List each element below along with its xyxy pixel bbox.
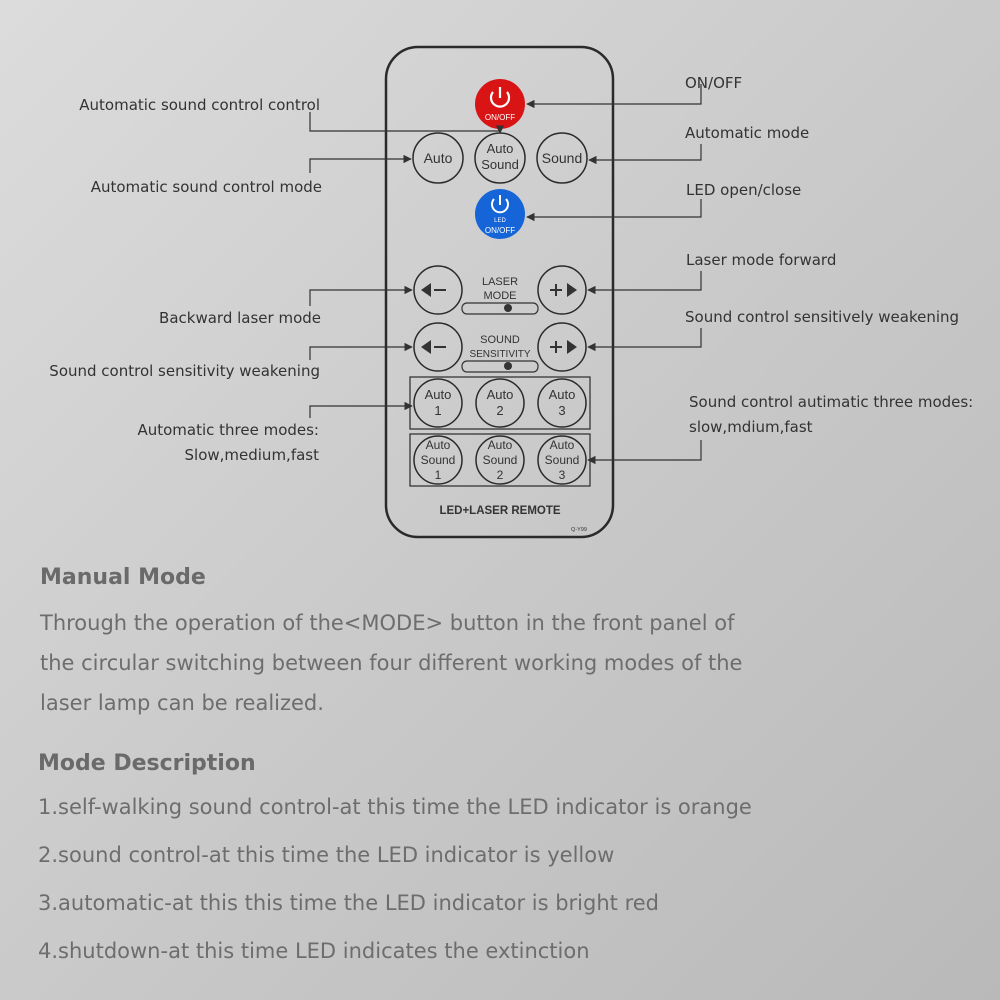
auto-sound-1-line3: 1 xyxy=(435,468,442,482)
auto-sound-1-line1: Auto xyxy=(426,438,451,452)
auto-sound-3-line3: 3 xyxy=(559,468,566,482)
sound-sensitivity-indicator-dot xyxy=(504,362,512,370)
auto-sound-button[interactable]: Auto Sound xyxy=(474,132,526,184)
auto-button-label: Auto xyxy=(424,150,453,166)
auto-3-button[interactable]: Auto 3 xyxy=(537,378,587,428)
label-laser-mode-forward: Laser mode forward xyxy=(686,251,837,269)
mode-description-title: Mode Description xyxy=(38,751,256,776)
callout-laser-forward xyxy=(587,271,702,295)
power-label: ON/OFF xyxy=(485,113,515,122)
remote-model-label: Q-Y99 xyxy=(571,527,587,533)
callout-auto-three xyxy=(309,401,413,418)
laser-mode-forward-button[interactable] xyxy=(537,265,587,315)
auto-1-button[interactable]: Auto 1 xyxy=(413,378,463,428)
sound-button-label: Sound xyxy=(542,150,582,166)
sound-sensitivity-line2: SENSITIVITY xyxy=(469,349,530,360)
label-sound-sens-weakening-right: Sound control sensitively weakening xyxy=(685,308,960,326)
callout-automatic-mode xyxy=(588,144,702,165)
sound-sensitivity-down-button[interactable] xyxy=(413,322,463,372)
auto-sound-2-line1: Auto xyxy=(488,438,513,452)
manual-mode-title: Manual Mode xyxy=(40,565,206,590)
triangle-left-minus-icon xyxy=(421,340,446,354)
led-button[interactable]: LED ON/OFF xyxy=(475,189,525,239)
auto-3-line2: 3 xyxy=(558,403,565,418)
laser-mode-indicator-dot xyxy=(504,304,512,312)
power-icon xyxy=(489,87,511,108)
sound-button[interactable]: Sound xyxy=(536,132,588,184)
mode-description-item: 2.sound control-at this time the LED ind… xyxy=(38,843,615,867)
laser-mode-indicator-track xyxy=(461,302,539,315)
auto-1-line1: Auto xyxy=(425,387,452,402)
plus-triangle-right-icon xyxy=(550,340,577,354)
laser-mode-label: LASER MODE xyxy=(461,276,539,315)
auto-button[interactable]: Auto xyxy=(412,132,464,184)
power-icon xyxy=(491,195,509,214)
auto-sound-3-button[interactable]: Auto Sound 3 xyxy=(537,435,587,485)
auto-3-line1: Auto xyxy=(549,387,576,402)
auto-sound-3-line2: Sound xyxy=(545,453,580,467)
callout-sensitivity-right xyxy=(587,328,702,352)
manual-mode-line1: Through the operation of the<MODE> butto… xyxy=(40,611,735,635)
label-auto-three-modes-line1: Automatic three modes: xyxy=(137,421,319,439)
auto-1-line2: 1 xyxy=(434,403,441,418)
remote-body xyxy=(384,45,615,539)
auto-sound-1-line2: Sound xyxy=(421,453,456,467)
triangle-left-minus-icon xyxy=(421,283,446,297)
callout-laser-backward xyxy=(309,285,413,306)
auto-sound-3-line1: Auto xyxy=(550,438,575,452)
callout-led xyxy=(526,199,702,222)
label-backward-laser-mode: Backward laser mode xyxy=(159,309,321,327)
sound-sensitivity-up-button[interactable] xyxy=(537,322,587,372)
callout-sound-auto-three xyxy=(587,440,702,465)
label-auto-sound-control-control: Automatic sound control control xyxy=(79,96,320,114)
plus-triangle-right-icon xyxy=(550,283,577,297)
label-led-open-close: LED open/close xyxy=(686,181,802,199)
callout-sensitivity-left xyxy=(309,342,413,360)
auto-2-button[interactable]: Auto 2 xyxy=(475,378,525,428)
sound-sensitivity-label: SOUND SENSITIVITY xyxy=(461,334,539,373)
auto-sound-1-button[interactable]: Auto Sound 1 xyxy=(413,435,463,485)
sound-sensitivity-line1: SOUND xyxy=(480,334,520,346)
label-automatic-mode: Automatic mode xyxy=(685,124,810,142)
auto-2-line2: 2 xyxy=(496,403,503,418)
laser-mode-line1: LASER xyxy=(482,276,518,288)
label-auto-sound-control-mode: Automatic sound control mode xyxy=(90,178,322,196)
auto-sound-2-button[interactable]: Auto Sound 2 xyxy=(475,435,525,485)
power-button[interactable]: ON/OFF xyxy=(475,79,525,129)
callout-on-off xyxy=(526,84,702,109)
mode-description-item: 1.self-walking sound control-at this tim… xyxy=(38,795,752,819)
laser-mode-line2: MODE xyxy=(484,290,517,302)
sound-sensitivity-indicator-track xyxy=(461,360,539,373)
callout-auto-sound-control xyxy=(309,112,505,134)
auto-sound-2-line3: 2 xyxy=(497,468,504,482)
callout-lines xyxy=(309,84,702,465)
label-auto-three-modes-line2: Slow,medium,fast xyxy=(184,446,320,464)
auto-sound-line1: Auto xyxy=(487,141,514,156)
mode-description-item: 3.automatic-at this this time the LED in… xyxy=(38,891,659,915)
remote-brand-label: LED+LASER REMOTE xyxy=(439,505,560,517)
auto-2-line1: Auto xyxy=(487,387,514,402)
label-sound-auto-three-modes-line2: slow,mdium,fast xyxy=(689,418,813,436)
callout-auto-sound-mode xyxy=(309,154,412,173)
led-label-line1: LED xyxy=(494,218,506,224)
label-on-off: ON/OFF xyxy=(685,74,743,92)
manual-mode-line2: the circular switching between four diff… xyxy=(40,651,743,675)
remote-diagram: ON/OFF Auto Auto Sound Sound LED ON/OFF … xyxy=(309,45,702,539)
mode-description-item: 4.shutdown-at this time LED indicates th… xyxy=(38,939,590,963)
led-label-line2: ON/OFF xyxy=(485,226,515,235)
label-sound-sens-weakening-left: Sound control sensitivity weakening xyxy=(49,362,320,380)
manual-mode-line3: laser lamp can be realized. xyxy=(40,691,324,715)
label-sound-auto-three-modes-line1: Sound control autimatic three modes: xyxy=(689,393,974,411)
auto-sound-2-line2: Sound xyxy=(483,453,518,467)
auto-sound-line2: Sound xyxy=(481,157,519,172)
laser-mode-back-button[interactable] xyxy=(413,265,463,315)
